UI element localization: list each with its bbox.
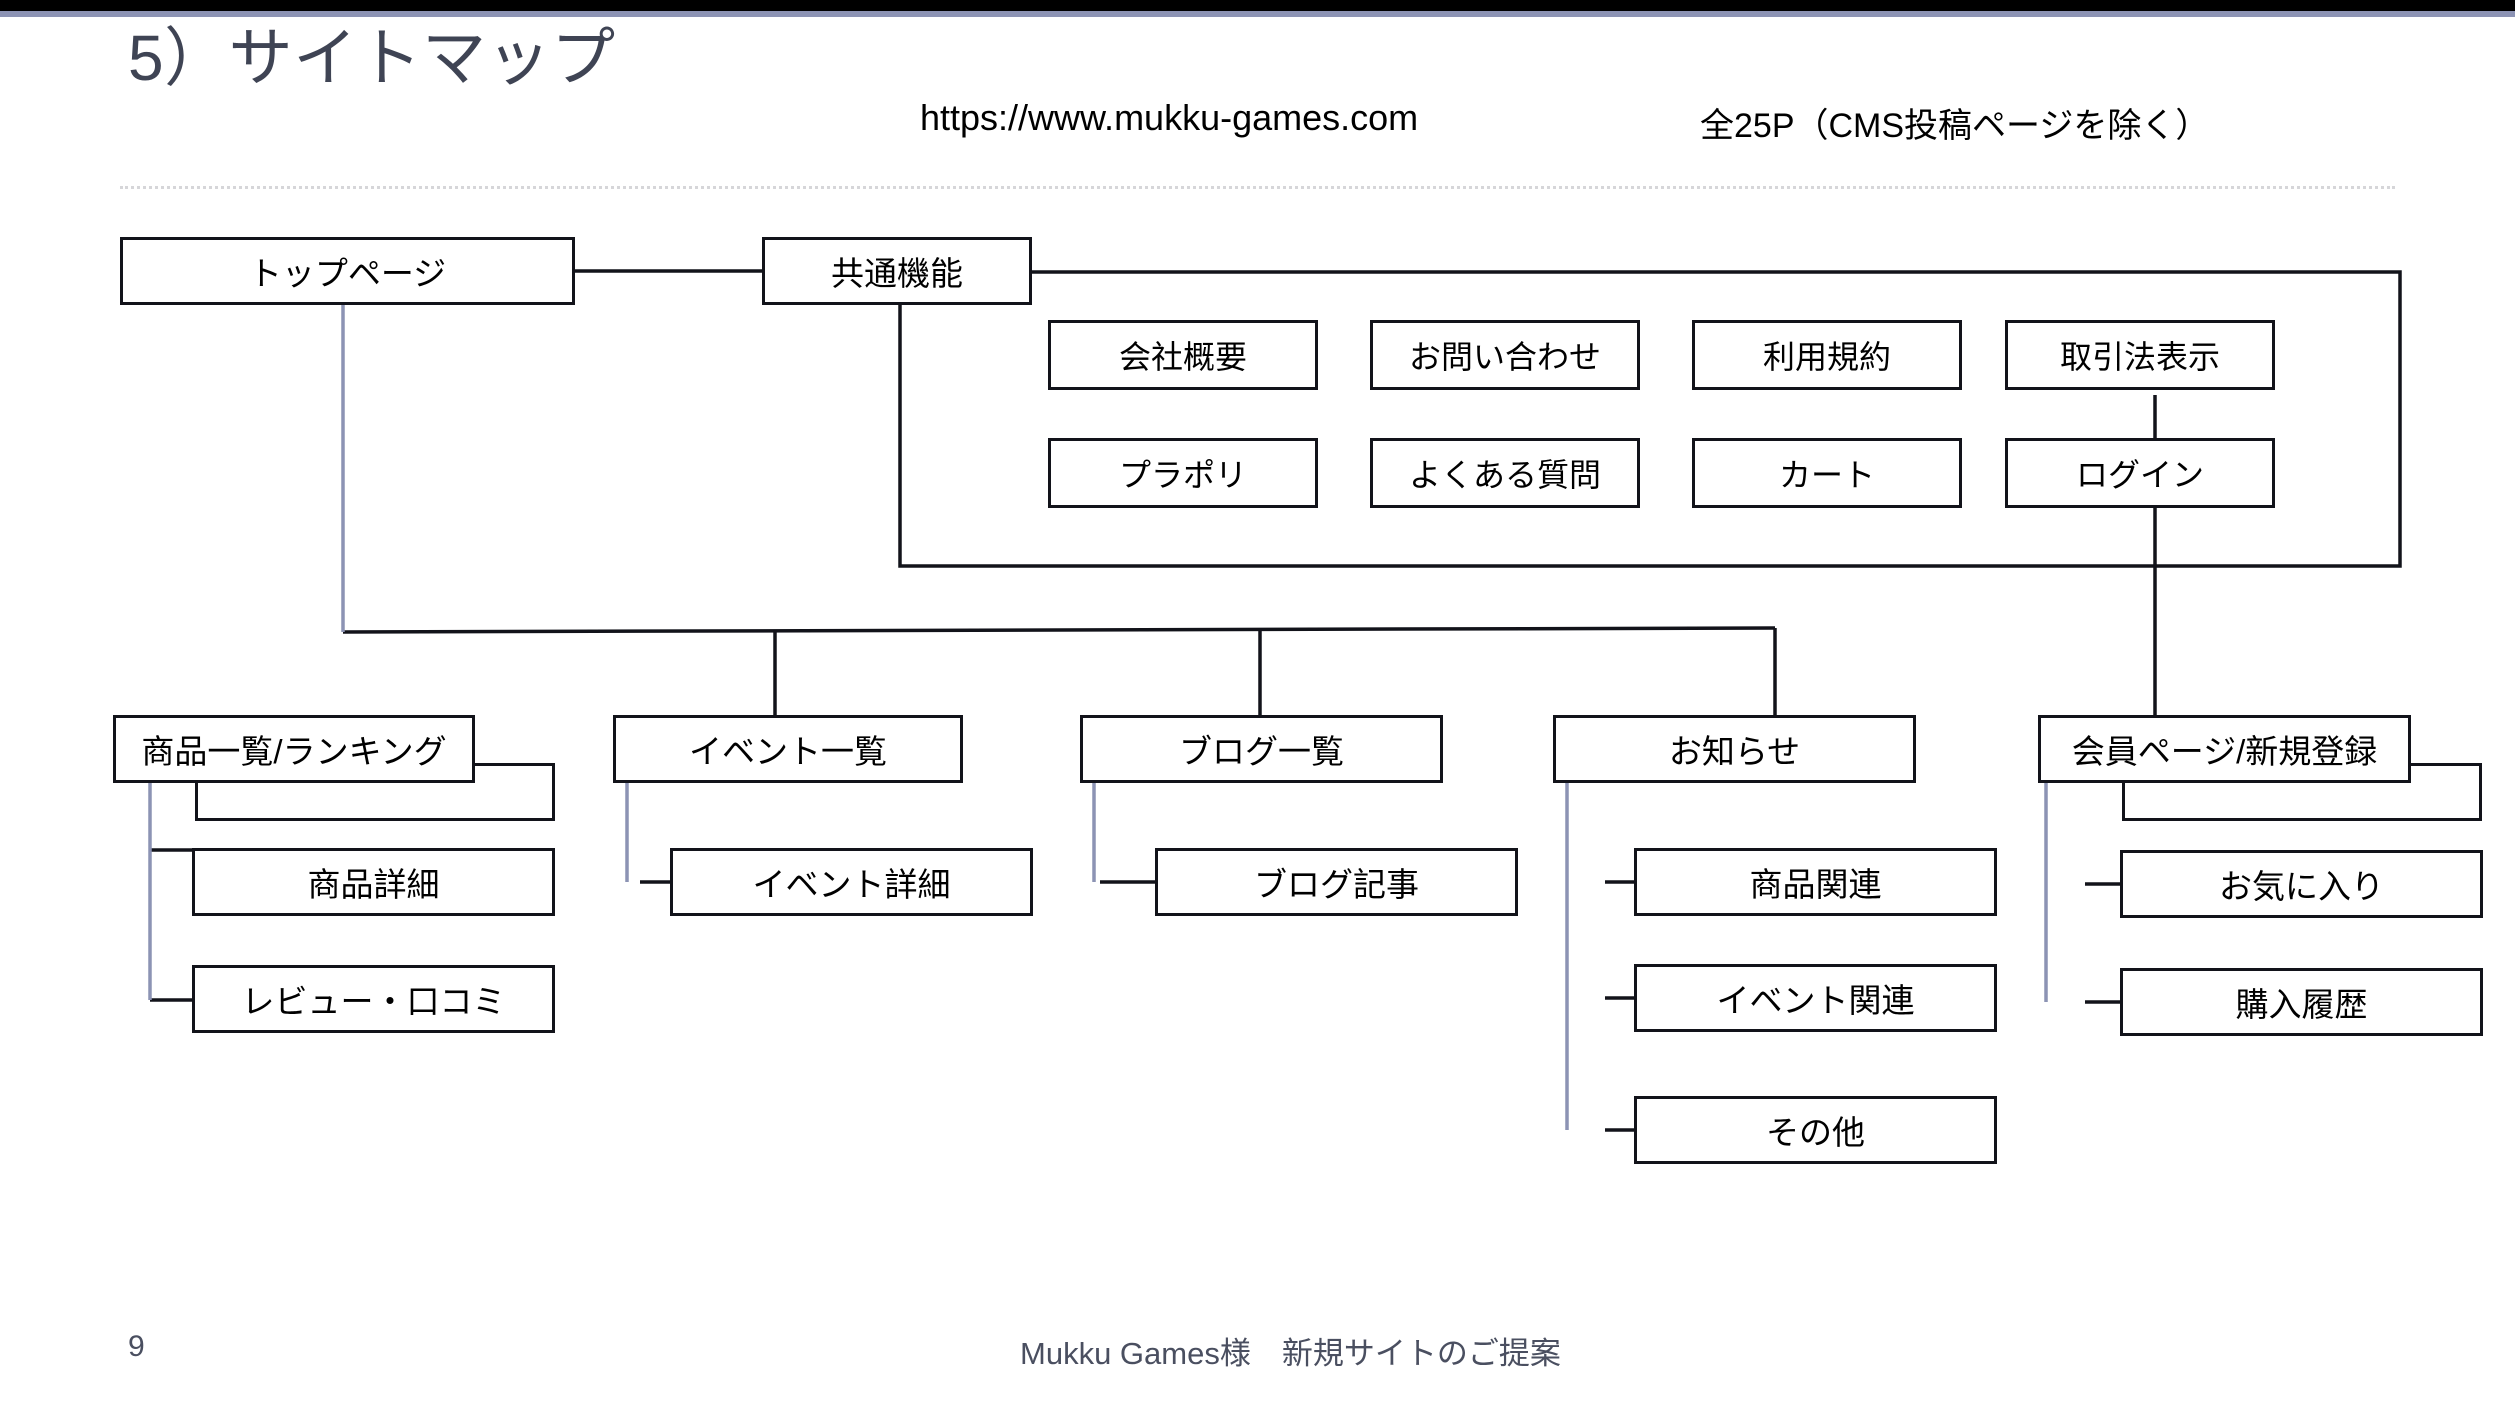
node-blog-article[interactable]: ブログ記事 (1155, 848, 1518, 916)
node-purchase-history[interactable]: 購入履歴 (2120, 968, 2483, 1036)
node-label: ログイン (2075, 457, 2204, 493)
page-title: 5）サイトマップ (128, 22, 616, 94)
node-login[interactable]: ログイン (2005, 438, 2275, 508)
footer-text: Mukku Games様 新規サイトのご提案 (1020, 1336, 1561, 1371)
node-label: 共通機能 (831, 255, 963, 292)
node-news-other[interactable]: その他 (1634, 1096, 1997, 1164)
node-label: その他 (1766, 1114, 1865, 1151)
node-label: お気に入り (2219, 868, 2384, 905)
node-label: 利用規約 (1762, 339, 1891, 375)
node-terms[interactable]: 利用規約 (1692, 320, 1962, 390)
node-top-page[interactable]: トップページ (120, 237, 575, 305)
node-label: ブログ一覧 (1179, 733, 1344, 770)
node-news-event[interactable]: イベント関連 (1634, 964, 1997, 1032)
node-label: トップページ (248, 255, 447, 292)
node-event-list[interactable]: イベント一覧 (613, 715, 963, 783)
node-favorites[interactable]: お気に入り (2120, 850, 2483, 918)
node-news-product[interactable]: 商品関連 (1634, 848, 1997, 916)
wire-common-bracket (898, 270, 2402, 568)
node-label: お問い合わせ (1408, 339, 1601, 375)
wire-product-to-detail (150, 848, 197, 880)
node-common[interactable]: 共通機能 (762, 237, 1032, 305)
wire-level2-bus (342, 626, 1776, 634)
node-label: 商品詳細 (307, 866, 440, 903)
node-label: 商品関連 (1749, 866, 1882, 903)
node-company-profile[interactable]: 会社概要 (1048, 320, 1318, 390)
top-navy-bar (0, 11, 2515, 17)
node-member-page[interactable]: 会員ページ/新規登録 (2038, 715, 2411, 783)
node-label: お知らせ (1668, 733, 1801, 770)
node-commercial-law[interactable]: 取引法表示 (2005, 320, 2275, 390)
node-product-review[interactable]: レビュー・口コミ (192, 965, 555, 1033)
node-label: イベント詳細 (752, 866, 951, 903)
node-label: レビュー・口コミ (241, 983, 506, 1020)
node-contact[interactable]: お問い合わせ (1370, 320, 1640, 390)
page-count-note: 全25P（CMS投稿ページを除く） (1700, 107, 2210, 145)
page-number: 9 (128, 1330, 145, 1363)
site-url-label: https://www.mukku-games.com (920, 97, 1419, 138)
top-black-bar (0, 0, 2515, 11)
node-label: イベント関連 (1716, 982, 1915, 1019)
wire-product-to-review (150, 998, 197, 1030)
header-divider (120, 186, 2395, 189)
node-privacy-policy[interactable]: プラポリ (1048, 438, 1318, 508)
node-label: カート (1778, 457, 1875, 493)
node-product-list[interactable]: 商品一覧/ランキング (113, 715, 475, 783)
node-news-list[interactable]: お知らせ (1553, 715, 1916, 783)
node-label: 購入履歴 (2235, 986, 2368, 1023)
node-event-detail[interactable]: イベント詳細 (670, 848, 1033, 916)
node-label: イベント一覧 (689, 733, 887, 770)
node-faq[interactable]: よくある質問 (1370, 438, 1640, 508)
node-label: 会社概要 (1118, 339, 1247, 375)
node-label: プラポリ (1118, 457, 1247, 493)
node-label: よくある質問 (1408, 457, 1601, 493)
node-product-detail[interactable]: 商品詳細 (192, 848, 555, 916)
node-blog-list[interactable]: ブログ一覧 (1080, 715, 1443, 783)
node-label: 会員ページ/新規登録 (2071, 733, 2378, 770)
node-cart[interactable]: カート (1692, 438, 1962, 508)
node-label: 商品一覧/ランキング (141, 733, 447, 770)
node-label: ブログ記事 (1254, 866, 1419, 903)
node-label: 取引法表示 (2059, 339, 2220, 375)
